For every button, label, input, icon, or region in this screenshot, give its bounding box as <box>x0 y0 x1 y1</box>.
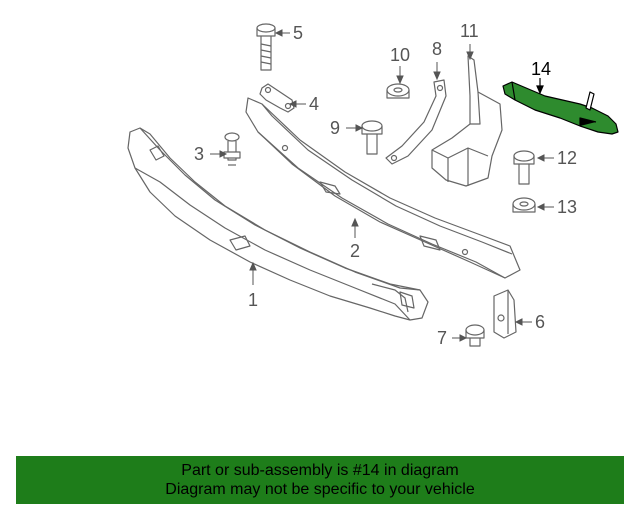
callout-1: 1 <box>248 290 259 310</box>
callout-4: 4 <box>309 94 320 114</box>
part-10-nut <box>386 83 410 99</box>
banner-line-2: Diagram may not be specific to your vehi… <box>165 481 475 498</box>
part-2-absorber <box>245 97 521 279</box>
callout-9: 9 <box>330 118 341 138</box>
callout-8: 8 <box>432 39 443 59</box>
callout-5: 5 <box>293 23 304 43</box>
leader-line-14 <box>536 78 544 95</box>
part-9-bolt <box>361 120 383 155</box>
callout-7: 7 <box>437 328 448 348</box>
callout-13: 13 <box>557 197 578 217</box>
part-7-nut <box>465 324 485 347</box>
part-12-bolt <box>513 150 535 185</box>
leader-lines <box>210 29 554 342</box>
parts-diagram <box>127 23 619 347</box>
part-14-extension-highlighted <box>502 81 619 135</box>
info-banner: Part or sub-assembly is #14 in diagram D… <box>16 456 624 504</box>
callout-11: 11 <box>460 21 479 41</box>
callout-3: 3 <box>194 144 205 164</box>
part-3-clip <box>223 132 241 166</box>
part-1-reinforcement-beam <box>127 127 429 321</box>
callout-2: 2 <box>350 241 361 261</box>
callout-6: 6 <box>535 312 546 332</box>
banner-line-1: Part or sub-assembly is #14 in diagram <box>181 462 459 479</box>
callout-10: 10 <box>390 45 411 65</box>
part-5-bolt <box>256 23 276 71</box>
part-13-nut <box>512 197 536 213</box>
part-4-bracket <box>259 83 295 113</box>
part-6-bracket <box>493 289 517 339</box>
callout-14: 14 <box>531 59 552 79</box>
callout-12: 12 <box>557 148 578 168</box>
part-11-mount <box>431 55 503 187</box>
part-8-strap <box>385 79 447 165</box>
